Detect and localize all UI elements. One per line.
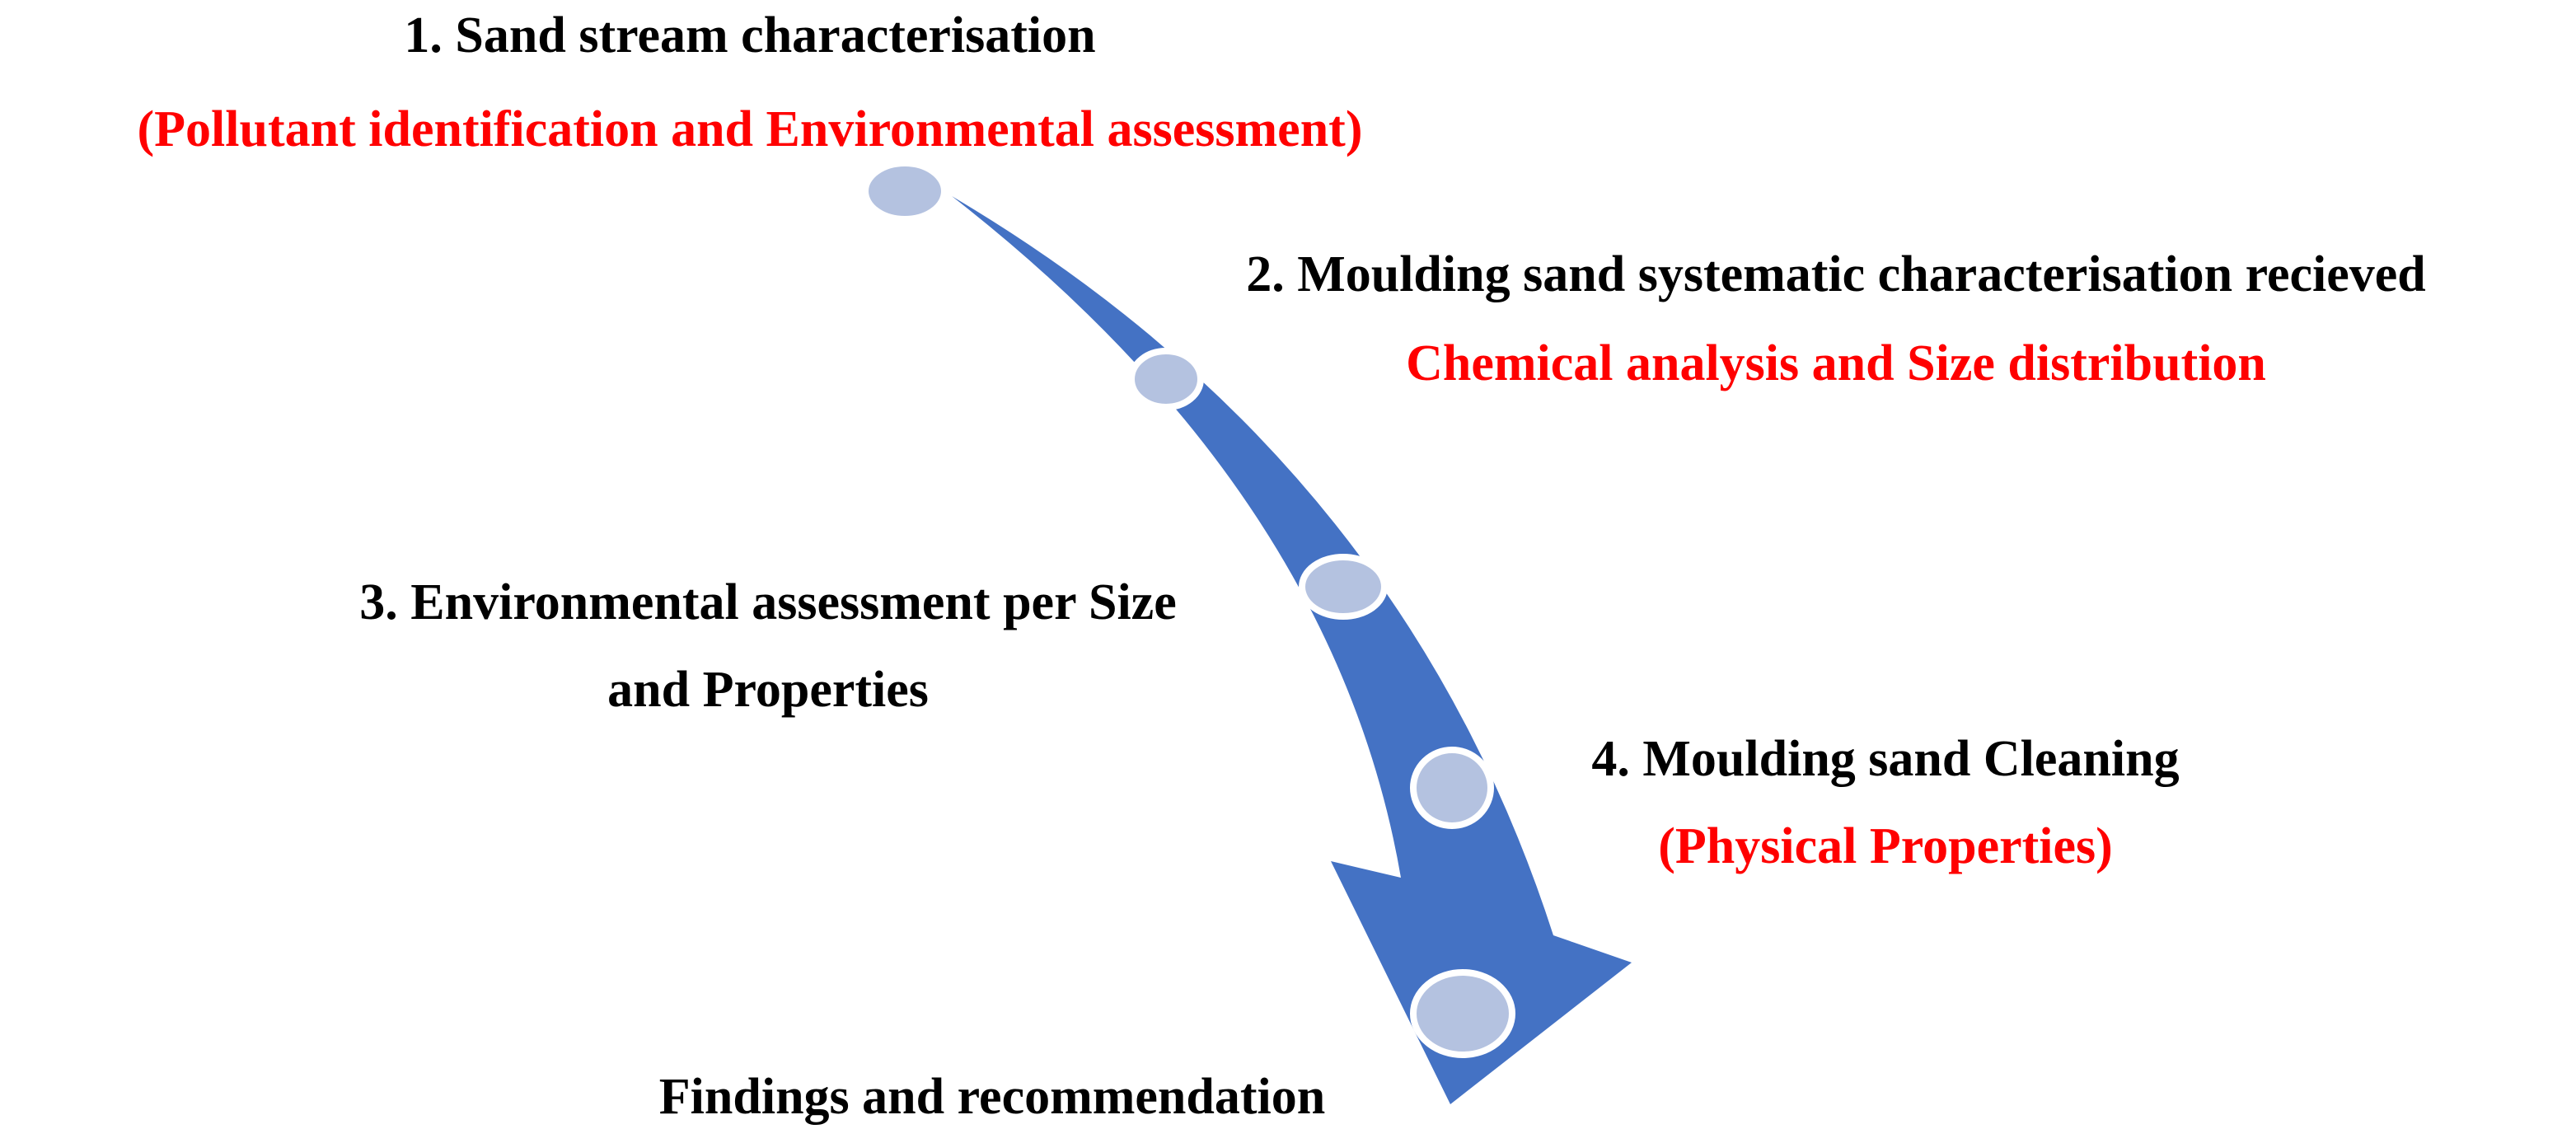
step-4-title: 4. Moulding sand Cleaning <box>1591 731 2180 787</box>
step-1-title: 1. Sand stream characterisation <box>404 7 1096 63</box>
final-label: Findings and recommendation <box>658 1069 1326 1125</box>
step-3-title-line-1: 3. Environmental assessment per Size <box>359 574 1177 630</box>
step-2-title: 2. Moulding sand systematic characterisa… <box>1246 246 2426 302</box>
step-1-subtitle: (Pollutant identification and Environmen… <box>137 101 1363 157</box>
step-2-node <box>1128 348 1204 410</box>
step-1-node <box>862 160 948 223</box>
final-node <box>1410 969 1515 1058</box>
step-2-subtitle: Chemical analysis and Size distribution <box>1406 335 2266 391</box>
step-3-title-line-2: and Properties <box>607 662 929 718</box>
step-4-node <box>1410 747 1494 829</box>
step-4-subtitle: (Physical Properties) <box>1658 818 2113 874</box>
step-3-node <box>1299 554 1388 620</box>
curved-flow-arrow <box>952 196 1632 1104</box>
